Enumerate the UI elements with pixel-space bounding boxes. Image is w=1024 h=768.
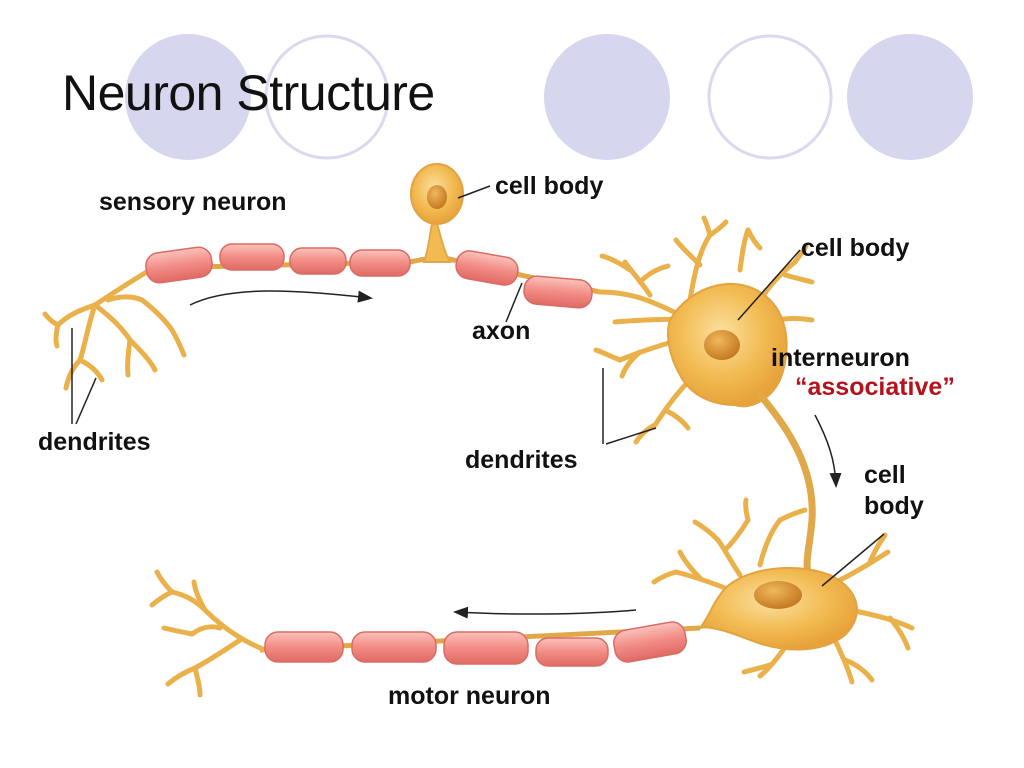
sensory-neuron [42,163,601,391]
label-axon: axon [472,317,531,345]
decor-circle-4 [707,34,833,160]
sensory-nucleus [427,185,447,209]
sensory-myelin [145,243,593,309]
decor-circle-2 [264,34,390,160]
leader-cell-body-lower [821,533,885,587]
label-dendrites-center: dendrites [465,446,578,474]
label-motor-neuron: motor neuron [388,682,551,710]
leader-dendrites-center-2 [605,427,657,445]
decor-circle-3 [544,34,670,160]
label-cell-body-lower-line1: cell [864,461,906,489]
interneuron [593,215,816,579]
sensory-direction-arrow [189,290,373,306]
motor-nucleus [754,581,802,609]
label-associative: “associative” [795,373,955,401]
motor-myelin [264,621,687,667]
label-cell-body-lower-line2: body [864,492,924,520]
label-sensory-neuron: sensory neuron [99,188,287,216]
motor-neuron [149,497,915,698]
slide-title: Neuron Structure [62,65,435,121]
sensory-dendrites [42,267,187,391]
leader-dendrites-left-2 [75,377,97,425]
label-cell-body-right: cell body [801,234,910,262]
label-interneuron: interneuron [771,344,910,372]
leader-cell-body-right [737,249,801,321]
interneuron-nucleus [704,330,740,360]
label-dendrites-left: dendrites [38,428,151,456]
motor-direction-arrow [453,606,637,619]
decor-circle-5 [847,34,973,160]
label-cell-body-top: cell body [495,172,604,200]
leader-lines [71,185,885,587]
decorative-circles [125,34,973,160]
decor-circle-1 [125,34,251,160]
signal-arrows [189,290,842,619]
interneuron-axon [756,391,816,579]
motor-terminals [149,569,268,698]
leader-cell-body-top [457,185,491,199]
interneuron-direction-arrow [814,414,842,488]
leader-axon [505,282,523,323]
